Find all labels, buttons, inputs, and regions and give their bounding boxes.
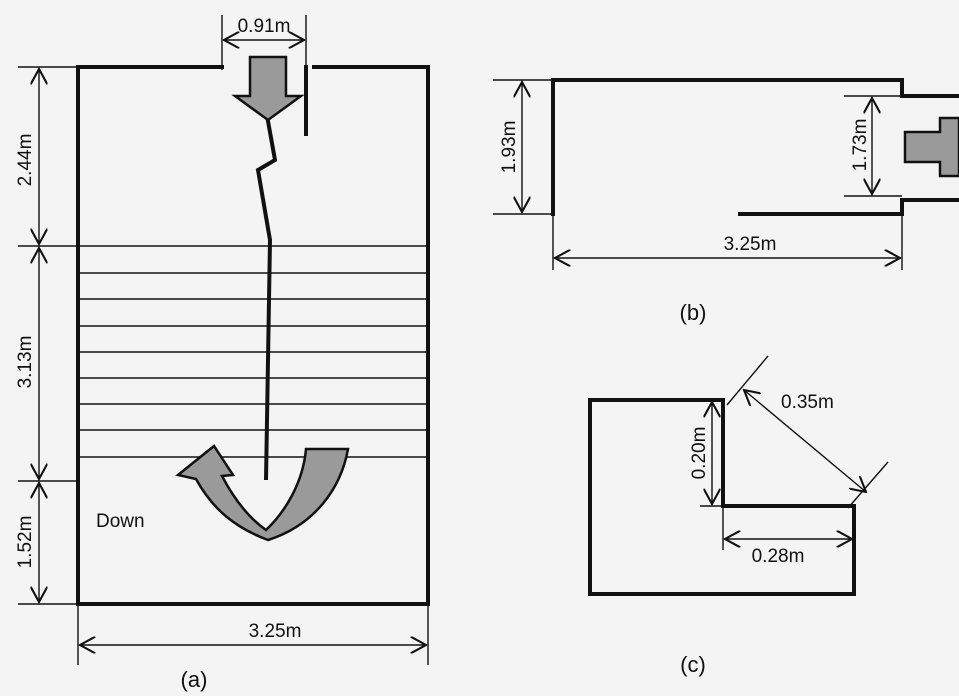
stair-outer-wall: [76, 65, 430, 606]
figure-b-section: 1.93m 1.73m 3.25m (b): [493, 78, 959, 325]
entry-arrow-icon: [231, 55, 305, 122]
section-outline: [551, 78, 904, 216]
step-profile: [588, 398, 856, 596]
figure-a-plan: Down 0.91m 2.44m 3.13m 1.52m 3.25m (a): [15, 15, 430, 692]
figure-c-step: 0.20m 0.35m 0.28m (c): [588, 355, 889, 677]
top-landing-label: 2.44m: [15, 134, 36, 187]
bottom-landing-label: 1.52m: [15, 516, 36, 569]
room-height-label: 1.93m: [499, 121, 520, 174]
walking-path: [255, 109, 278, 481]
stair-treads: [78, 245, 428, 458]
riser-label: 0.20m: [689, 427, 710, 480]
diagonal-label: 0.35m: [781, 392, 834, 413]
width-label: 3.25m: [249, 621, 302, 642]
tread-label: 0.28m: [752, 546, 805, 567]
stair-run-label: 3.13m: [15, 336, 36, 389]
diagonal-dimension: [744, 390, 866, 492]
exit-arrow-icon: [903, 116, 959, 178]
caption-c: (c): [680, 652, 706, 677]
length-label: 3.25m: [724, 234, 777, 255]
caption-b: (b): [680, 300, 707, 325]
down-label: Down: [96, 511, 145, 532]
exit-height-label: 1.73m: [850, 119, 871, 172]
u-turn-arrow-icon: [175, 444, 350, 542]
door-width-label: 0.91m: [238, 16, 291, 37]
caption-a: (a): [181, 667, 208, 692]
